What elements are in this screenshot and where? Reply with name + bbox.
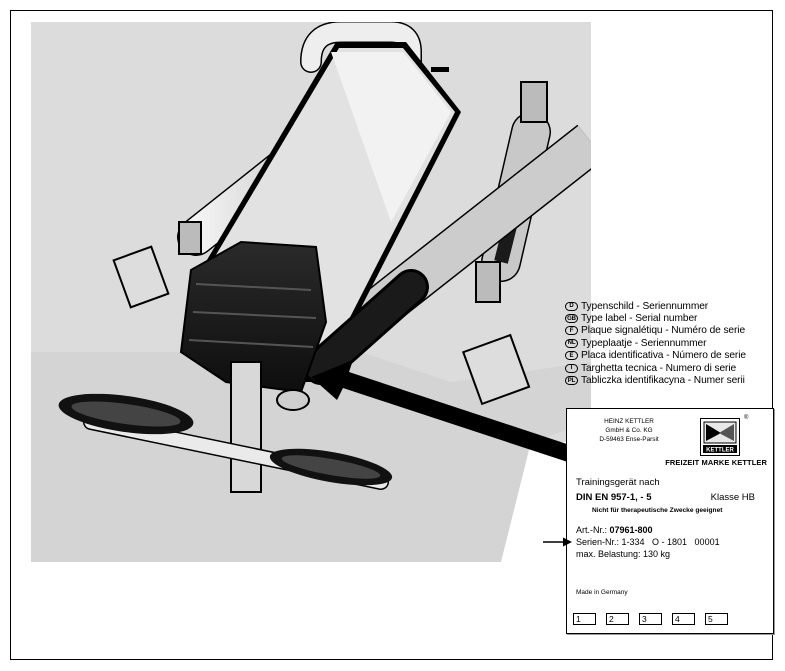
legend-item: I Targhetta tecnica - Numero di serie	[565, 362, 780, 374]
legend-text: Typenschild - Seriennummer	[581, 300, 709, 312]
country-code-badge: D	[565, 301, 578, 311]
country-code-badge: NL	[565, 338, 578, 348]
class-label: Klasse HB	[710, 492, 755, 503]
device-label: Trainingsgerät nach	[576, 477, 660, 488]
serial-number: Serien-Nr.: 1-334 O - 1801 00001	[576, 537, 720, 547]
manufacturer-address: HEINZ KETTLER GmbH & Co. KG D-59463 Ense…	[581, 417, 677, 444]
serial-pointer-arrow-icon	[543, 537, 572, 547]
article-row: Art.-Nr.: 07961-800	[576, 525, 653, 535]
legend-item: PL Tabliczka identifikacyna - Numer seri…	[565, 374, 780, 386]
type-plate: HEINZ KETTLER GmbH & Co. KG D-59463 Ense…	[566, 408, 774, 634]
max-load: max. Belastung: 130 kg	[576, 549, 671, 559]
number-box: 4	[672, 613, 695, 625]
legend-text: Targhetta tecnica - Numero di serie	[581, 362, 737, 374]
registered-mark: ®	[744, 415, 749, 421]
number-boxes: 1 2 3 4 5	[573, 613, 728, 625]
article-number: 07961-800	[609, 525, 653, 535]
logo-text: KETTLER	[706, 448, 734, 454]
legend-text: Typeplaatje - Seriennummer	[581, 337, 707, 349]
legend-item: D Typenschild - Seriennummer	[565, 300, 780, 312]
country-code-badge: PL	[565, 376, 578, 386]
language-legend: D Typenschild - Seriennummer GB Type lab…	[565, 300, 780, 387]
legend-text: Tabliczka identifikacyna - Numer serii	[581, 375, 745, 387]
legend-text: Placa identificativa - Número de serie	[581, 350, 746, 362]
manufacturer-company: GmbH & Co. KG	[605, 427, 653, 434]
legend-text: Plaque signalétiqu - Numéro de serie	[581, 325, 746, 337]
made-in-label: Made in Germany	[576, 589, 628, 596]
legend-item: E Placa identificativa - Número de serie	[565, 350, 780, 362]
serial-plate-arrow	[311, 360, 591, 468]
legend-item: F Plaque signalétiqu - Numéro de serie	[565, 325, 780, 337]
equipment-illustration	[31, 22, 591, 562]
country-code-badge: F	[565, 326, 578, 336]
manufacturer-city: D-59463 Ense-Parsit	[599, 436, 659, 443]
standard-row: DIN EN 957-1, - 5 Klasse HB	[576, 492, 755, 503]
kettler-logo: KETTLER	[700, 418, 740, 456]
number-box: 1	[573, 613, 596, 625]
country-code-badge: I	[565, 363, 578, 373]
legend-text: Type label - Serial number	[581, 313, 698, 325]
manufacturer-name: HEINZ KETTLER	[604, 418, 654, 425]
legend-item: NL Typeplaatje - Seriennummer	[565, 337, 780, 349]
number-box: 2	[606, 613, 629, 625]
number-box: 3	[639, 613, 662, 625]
standard-text: DIN EN 957-1, - 5	[576, 492, 652, 503]
kettler-logo-icon: KETTLER	[701, 419, 739, 455]
therapy-notice: Nicht für therapeutische Zwecke geeignet	[592, 507, 723, 514]
article-label: Art.-Nr.:	[576, 525, 607, 535]
country-code-badge: E	[565, 351, 578, 361]
country-code-badge: GB	[565, 314, 578, 324]
legend-item: GB Type label - Serial number	[565, 312, 780, 324]
plate-slogan: FREIZEIT MARKE KETTLER	[665, 458, 767, 467]
number-box: 5	[705, 613, 728, 625]
